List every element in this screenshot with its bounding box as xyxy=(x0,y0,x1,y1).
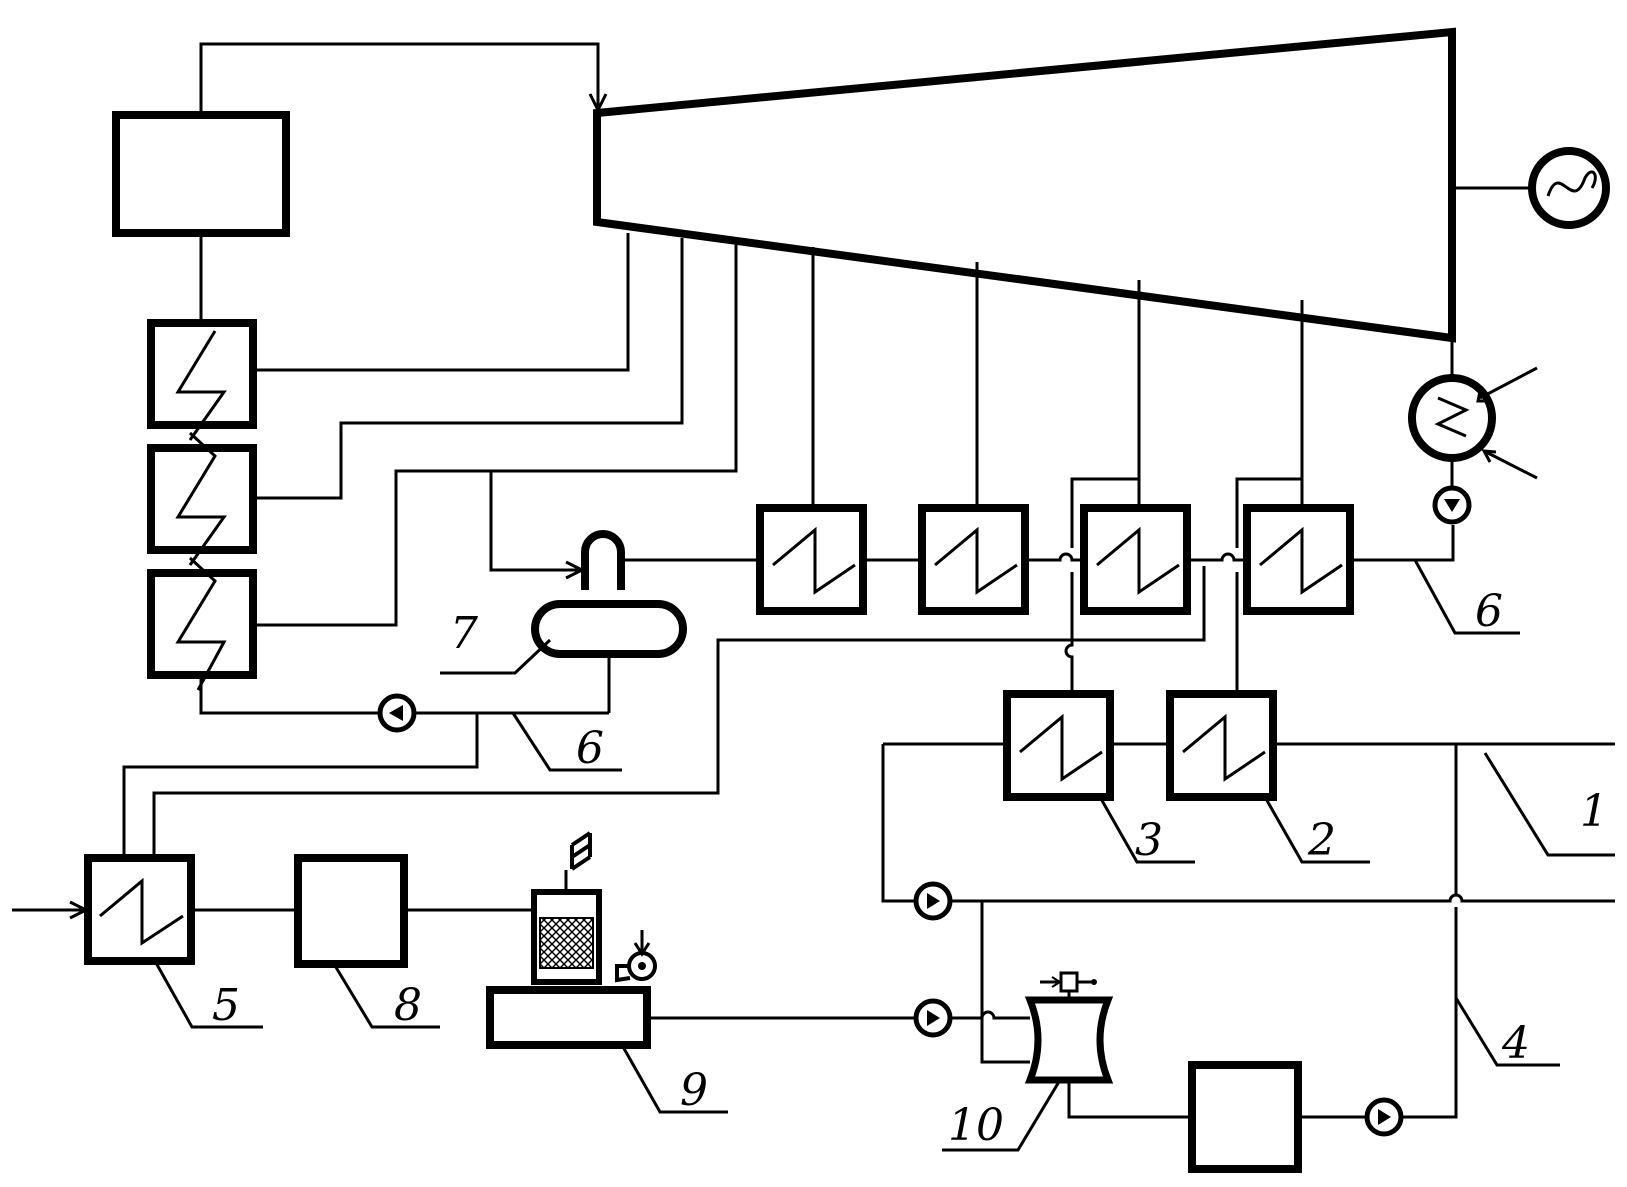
extraction-hp-1 xyxy=(253,233,628,370)
extraction-hp-3 xyxy=(253,243,736,625)
drain-branch xyxy=(124,713,477,858)
district-heater-3 xyxy=(1007,694,1110,797)
return-riser xyxy=(1403,744,1456,1117)
label-5: 5 xyxy=(212,980,240,1031)
label-8: 8 xyxy=(394,980,422,1031)
unit-8 xyxy=(298,858,404,964)
lp-heater-4 xyxy=(1247,508,1350,611)
extraction-deaerator xyxy=(491,471,580,570)
hp-heater-middle xyxy=(151,433,253,565)
boiler xyxy=(116,115,286,233)
district-heater-2 xyxy=(1170,694,1273,797)
label-9: 9 xyxy=(680,1065,708,1116)
label-6-left: 6 xyxy=(576,723,604,774)
turbine xyxy=(597,32,1452,338)
deaerator xyxy=(535,534,683,654)
ejector-outlet xyxy=(1069,1080,1192,1117)
label-3: 3 xyxy=(1135,815,1163,866)
cooling-water-in xyxy=(1480,368,1537,398)
air-heater xyxy=(88,858,191,961)
label-2: 2 xyxy=(1307,815,1336,866)
live-steam-line xyxy=(201,44,598,115)
extraction-hp-2 xyxy=(253,238,682,498)
lp-heater-2 xyxy=(922,508,1025,611)
label-6-right: 6 xyxy=(1475,586,1503,637)
lp-heater-1 xyxy=(760,508,863,611)
hp-heater-bottom xyxy=(151,558,253,690)
ejector xyxy=(1030,973,1108,1080)
label-7: 7 xyxy=(450,608,478,659)
pump-to-ejector xyxy=(950,1012,1030,1018)
hp-heater-top xyxy=(151,323,253,440)
bottom-unit xyxy=(1192,1065,1298,1169)
lp-heater-3 xyxy=(1084,508,1187,611)
unit-9 xyxy=(490,833,655,1045)
label-1: 1 xyxy=(1580,786,1608,837)
label-10: 10 xyxy=(948,1100,1004,1151)
return-to-ejector xyxy=(982,901,1030,1062)
cooling-water-out xyxy=(1486,452,1537,478)
feedwater-hp-line xyxy=(201,675,380,713)
label-4: 4 xyxy=(1501,1018,1530,1069)
